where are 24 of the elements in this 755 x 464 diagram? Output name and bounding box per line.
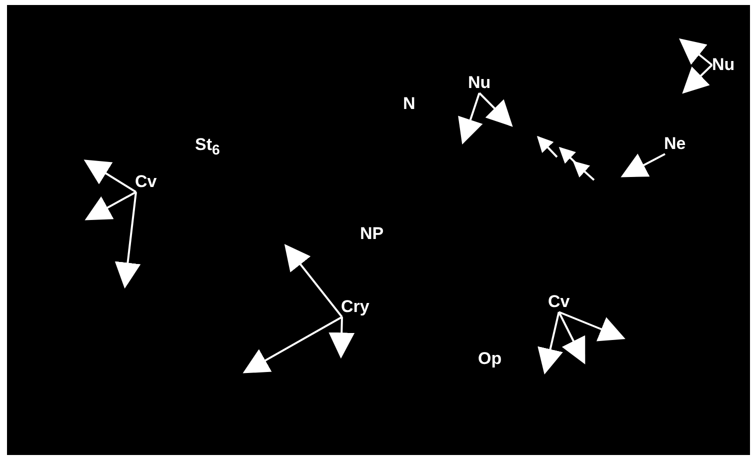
leader-arrow bbox=[284, 244, 343, 318]
leader-arrow bbox=[478, 92, 513, 127]
part-label: St$_{6}$ bbox=[195, 135, 220, 160]
leader-arrow bbox=[114, 192, 141, 289]
leader-arrow bbox=[558, 311, 626, 342]
leader-arrow bbox=[620, 153, 666, 178]
leader-arrow bbox=[84, 191, 136, 220]
part-label: N bbox=[403, 94, 416, 114]
callout-label: Nu bbox=[712, 55, 735, 75]
leader-arrow bbox=[84, 160, 137, 193]
callout-label: Cry bbox=[341, 297, 370, 317]
part-label: Op bbox=[478, 349, 502, 369]
leader-arrow bbox=[558, 312, 586, 364]
callout-label: Ne bbox=[664, 134, 686, 154]
leader-arrow bbox=[242, 316, 342, 374]
leader-arrow bbox=[458, 92, 483, 144]
callout-label: Cv bbox=[548, 292, 570, 312]
leader-arrow bbox=[678, 38, 713, 66]
part-label: NP bbox=[360, 224, 384, 244]
callout-label: Nu bbox=[468, 73, 491, 93]
callout-label: Cv bbox=[135, 172, 157, 192]
leader-arrow bbox=[328, 316, 355, 359]
leader-arrow bbox=[682, 64, 713, 94]
leader-arrow bbox=[538, 312, 563, 375]
